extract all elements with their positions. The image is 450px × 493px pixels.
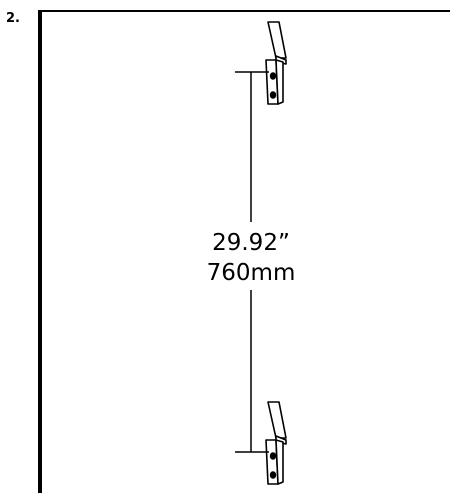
step-number: 2. — [6, 11, 20, 26]
top-bracket-icon — [265, 21, 287, 105]
dimension-line — [235, 71, 269, 453]
wall-outline — [38, 10, 450, 493]
measurement-metric: 760mm — [207, 260, 296, 286]
measurement-imperial: 29.92” — [212, 230, 290, 256]
bottom-bracket-icon — [265, 401, 287, 485]
